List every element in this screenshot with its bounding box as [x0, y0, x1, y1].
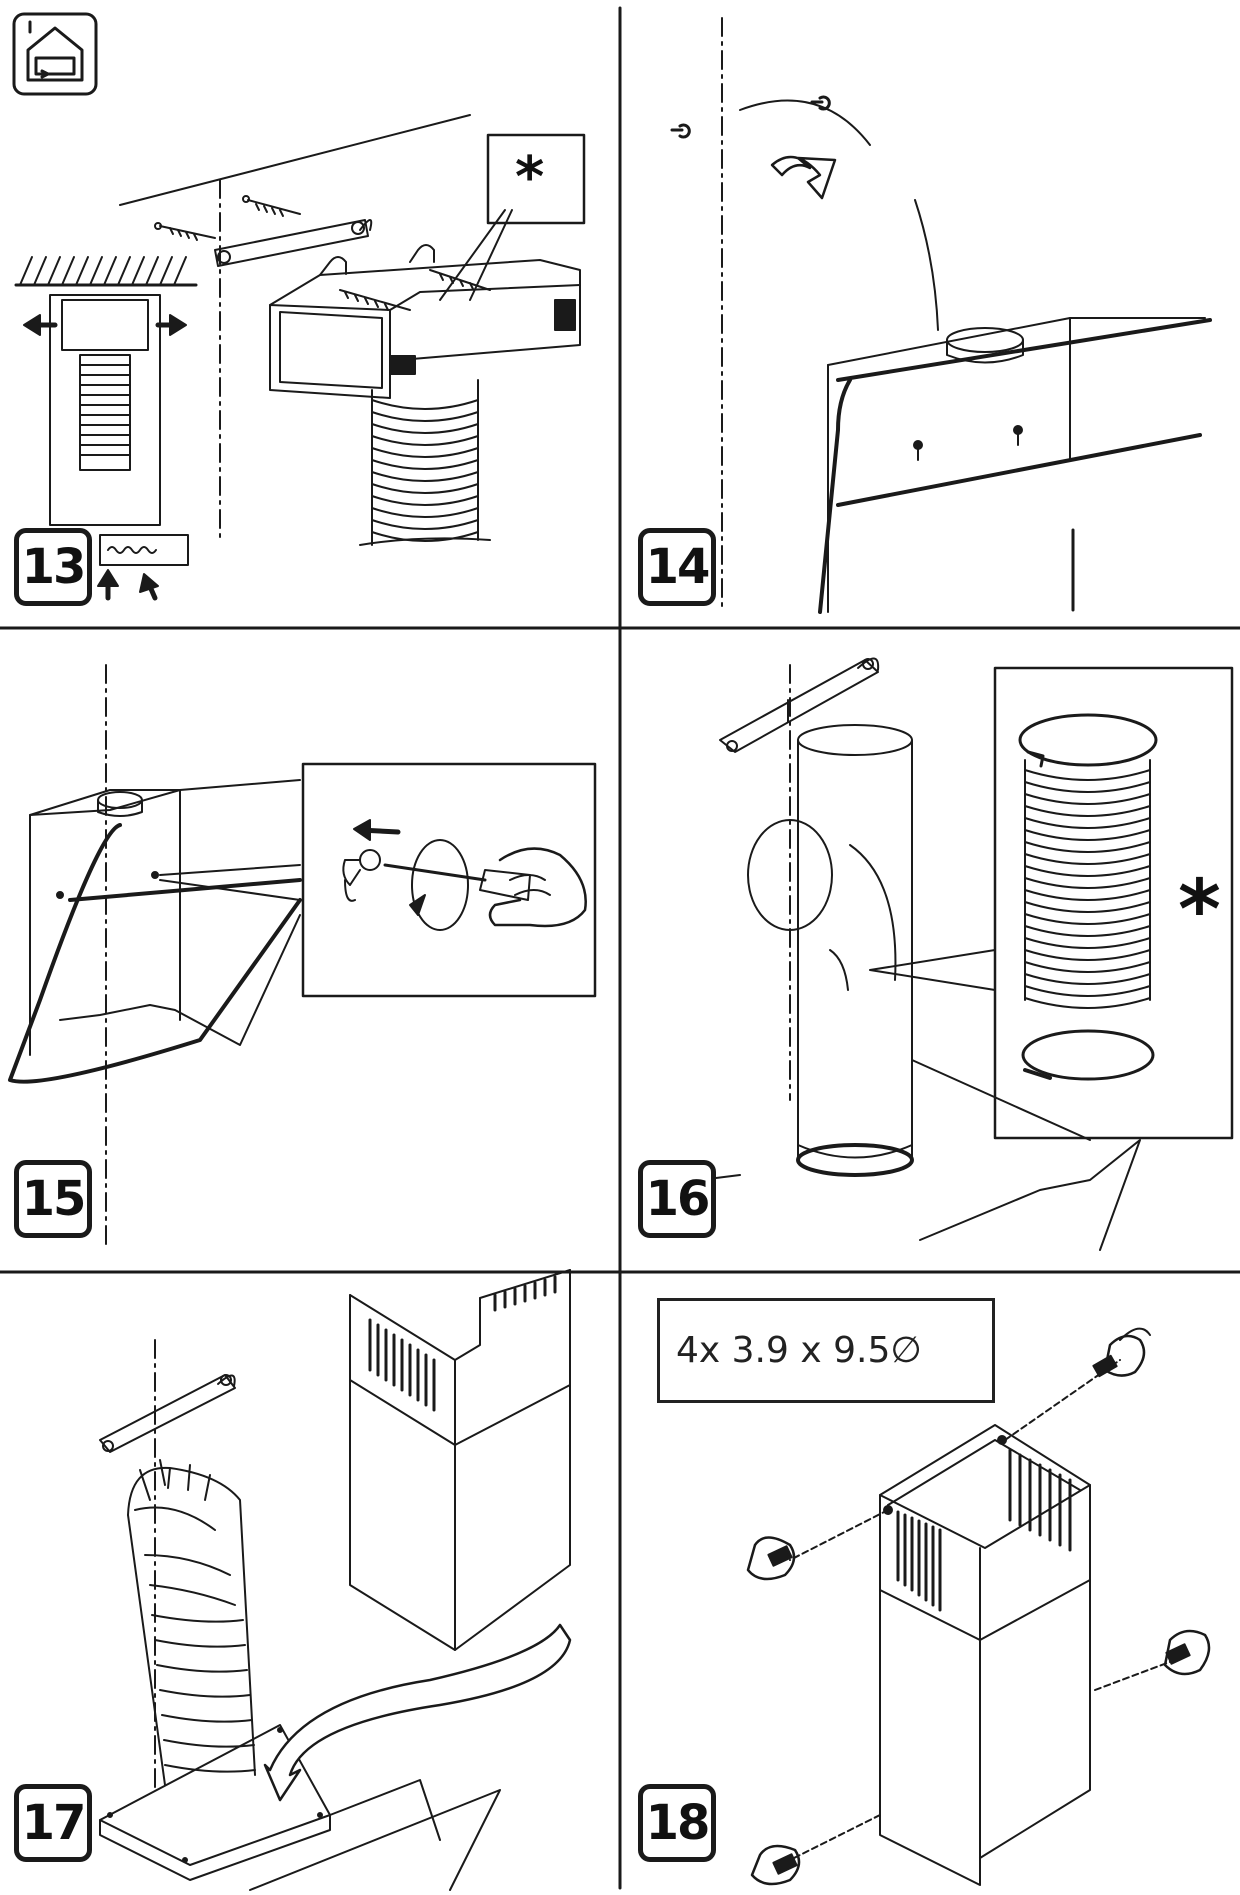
screw-spec-text: 4x 3.9 x 9.5∅ [676, 1330, 922, 1371]
panel-18-illustration [748, 1326, 1209, 1885]
hand-screwdriver-icon [1165, 1631, 1209, 1674]
hand-screwdriver-icon [1093, 1329, 1150, 1377]
panel-17-illustration [100, 1270, 570, 1890]
callout-asterisk-13: * [515, 145, 545, 210]
step-number-17: 17 [14, 1784, 92, 1862]
callout-asterisk-16: * [1178, 863, 1221, 958]
step-number-13: 13 [14, 528, 92, 606]
house-duct-icon [14, 14, 96, 94]
hand-screwdriver-icon [748, 1538, 794, 1580]
panel-grid [0, 8, 1240, 1888]
step-number-16: 16 [638, 1160, 716, 1238]
panel-16-illustration [695, 658, 1232, 1250]
screw-spec-box: 4x 3.9 x 9.5∅ [657, 1298, 995, 1403]
panel-14-illustration [672, 18, 1210, 612]
panel-13-illustration [14, 14, 584, 598]
step-number-14: 14 [638, 528, 716, 606]
hand-screwdriver-icon [752, 1846, 799, 1884]
step-number-18: 18 [638, 1784, 716, 1862]
panel-15-illustration [10, 665, 595, 1250]
step-number-15: 15 [14, 1160, 92, 1238]
